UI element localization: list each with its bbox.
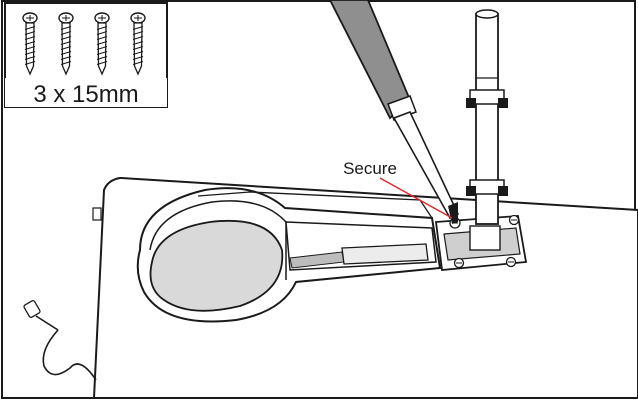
drain-pipe xyxy=(341,243,429,265)
screw-icon xyxy=(130,12,146,76)
screw-icon xyxy=(22,12,38,76)
hardware-size-label: 3 x 15mm xyxy=(33,81,138,108)
screwdriver xyxy=(328,0,460,224)
rim-inner-line xyxy=(149,200,287,280)
screw-icon xyxy=(94,12,110,76)
faucet-base-block xyxy=(469,225,501,251)
plate-screw-bottom-right xyxy=(505,256,517,268)
top-edge-tab xyxy=(92,207,102,221)
callout-label: Secure xyxy=(343,159,397,178)
sink-basin xyxy=(149,219,284,312)
plate-screw-top-right xyxy=(508,214,520,226)
top-rim-line xyxy=(197,191,433,219)
screw-group xyxy=(22,12,146,76)
screw-icon xyxy=(58,12,74,76)
hardware-inset: 3 x 15mm xyxy=(4,2,168,108)
cable-connector xyxy=(23,300,97,381)
plate-screw-bottom-left xyxy=(453,257,465,269)
faucet-post xyxy=(466,9,508,225)
callout-line xyxy=(379,177,453,219)
